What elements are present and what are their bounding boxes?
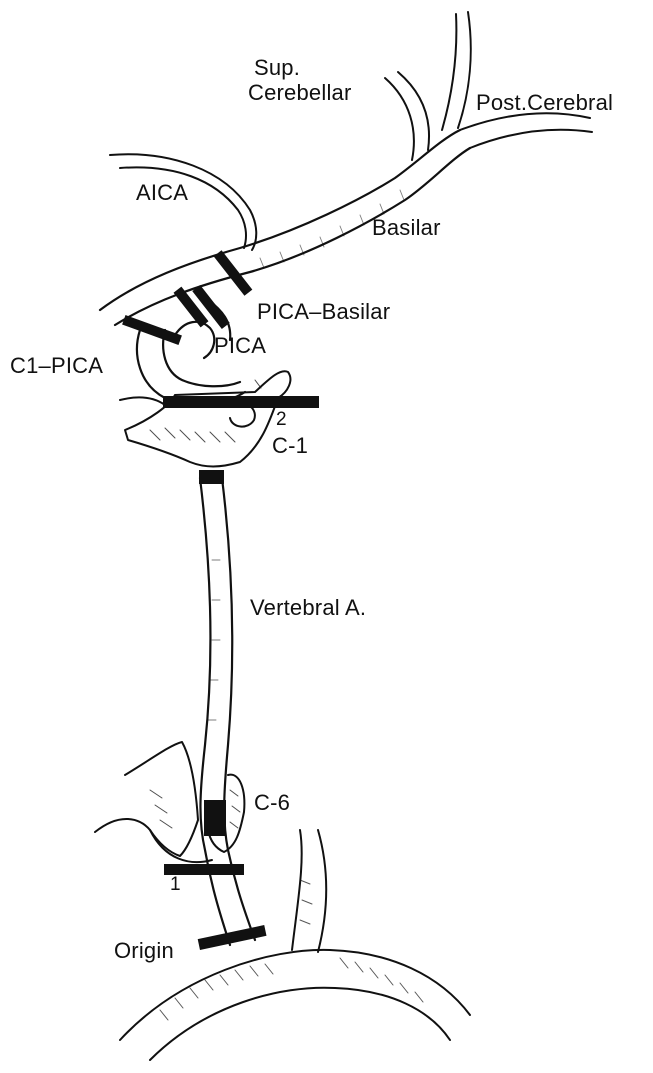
label-cerebellar: Cerebellar xyxy=(248,81,352,105)
label-aica: AICA xyxy=(136,181,188,205)
label-sup: Sup. xyxy=(254,56,300,80)
posterior-cerebral-artery xyxy=(442,12,592,148)
label-basilar: Basilar xyxy=(372,216,441,240)
label-pica-basilar: PICA–Basilar xyxy=(257,300,390,324)
label-pica: PICA xyxy=(214,334,266,358)
label-post-cerebral: Post.Cerebral xyxy=(476,91,613,115)
label-origin: Origin xyxy=(114,939,174,963)
label-c1-pica: C1–PICA xyxy=(10,354,103,378)
superior-cerebellar-artery xyxy=(385,72,429,160)
label-c6: C-6 xyxy=(254,791,290,815)
label-marker-2: 2 xyxy=(276,410,287,430)
label-c1: C-1 xyxy=(272,434,308,458)
bar-origin xyxy=(198,925,267,950)
label-marker-1: 1 xyxy=(170,875,181,895)
bar-c1-pica xyxy=(122,315,182,345)
label-vertebral-a: Vertebral A. xyxy=(250,596,366,620)
bar-2 xyxy=(163,396,319,408)
